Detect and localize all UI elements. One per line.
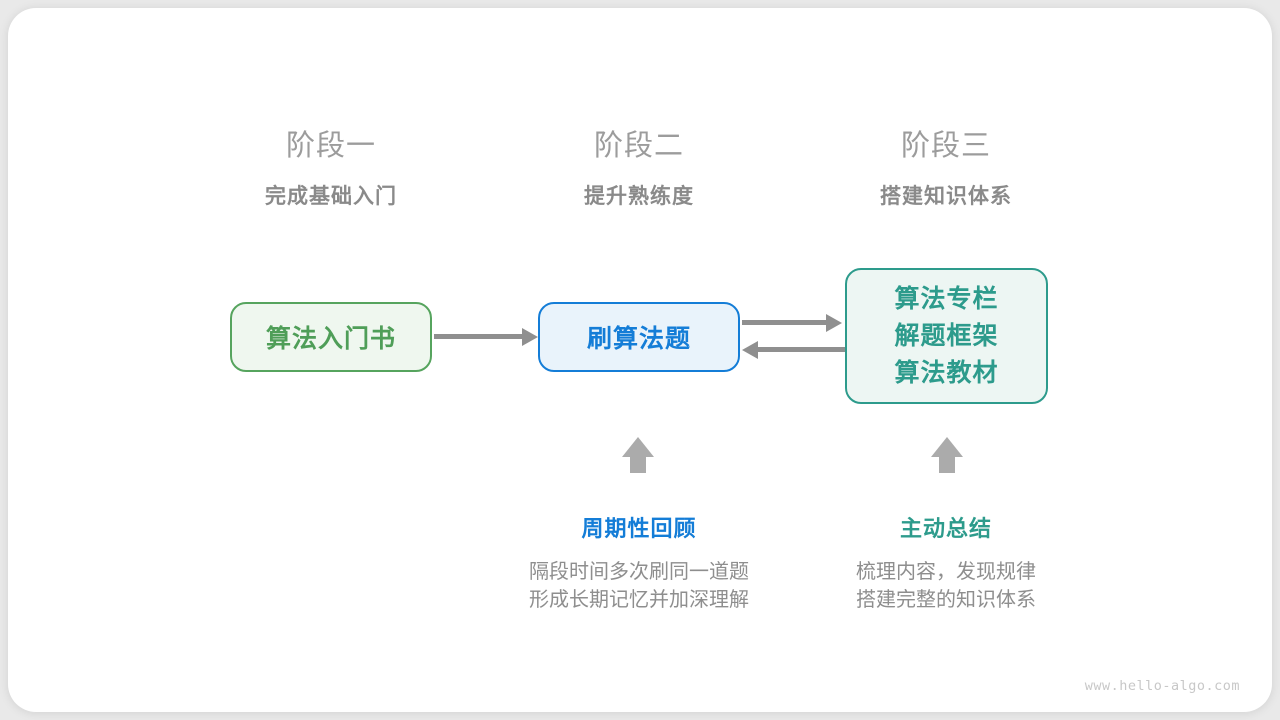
- arrow-practice-to-knowledge-head-icon: [826, 314, 842, 332]
- arrow-intro-to-practice-shaft: [434, 334, 524, 339]
- up-arrow-summarize-icon: [931, 437, 963, 473]
- node-knowledge-line-3: 算法教材: [894, 358, 999, 387]
- up-arrow-review-icon: [622, 437, 654, 473]
- node-intro-book: 算法入门书: [230, 302, 432, 372]
- annotation-review-desc: 隔段时间多次刷同一道题 形成长期记忆并加深理解: [459, 558, 819, 614]
- annotation-review-label: 周期性回顾: [581, 516, 697, 541]
- annotation-summarize-desc-line-1: 梳理内容，发现规律: [856, 561, 1036, 583]
- stage3-subtitle: 搭建知识体系: [880, 185, 1012, 208]
- stage2-subtitle: 提升熟练度: [584, 185, 694, 208]
- annotation-review-desc-line-1: 隔段时间多次刷同一道题: [529, 561, 749, 583]
- stage1-subtitle: 完成基础入门: [265, 185, 397, 208]
- stage1-title: 阶段一: [285, 130, 376, 162]
- node-practice: 刷算法题: [538, 302, 740, 372]
- up-arrow-review-tail: [630, 457, 646, 473]
- stage3-title: 阶段三: [900, 130, 991, 162]
- arrow-practice-to-knowledge-shaft: [742, 320, 827, 325]
- watermark: www.hello-algo.com: [1084, 678, 1240, 694]
- node-practice-label: 刷算法题: [586, 325, 691, 353]
- stage2-title: 阶段二: [593, 130, 684, 162]
- annotation-summarize-desc: 梳理内容，发现规律 搭建完整的知识体系: [766, 558, 1126, 614]
- up-arrow-review-head: [622, 437, 654, 457]
- annotation-summarize-desc-line-2: 搭建完整的知识体系: [856, 589, 1036, 611]
- up-arrow-summarize-head: [931, 437, 963, 457]
- arrow-knowledge-to-practice-shaft: [758, 347, 845, 352]
- node-knowledge-line-1: 算法专栏: [894, 284, 999, 313]
- arrow-knowledge-to-practice-head-icon: [742, 341, 758, 359]
- node-knowledge: 算法专栏 解题框架 算法教材: [845, 268, 1048, 404]
- up-arrow-summarize-tail: [939, 457, 955, 473]
- node-intro-book-label: 算法入门书: [265, 325, 396, 353]
- node-knowledge-line-2: 解题框架: [894, 321, 999, 350]
- annotation-review-desc-line-2: 形成长期记忆并加深理解: [529, 589, 749, 611]
- arrow-intro-to-practice-head-icon: [522, 328, 538, 346]
- annotation-summarize-label: 主动总结: [899, 516, 992, 541]
